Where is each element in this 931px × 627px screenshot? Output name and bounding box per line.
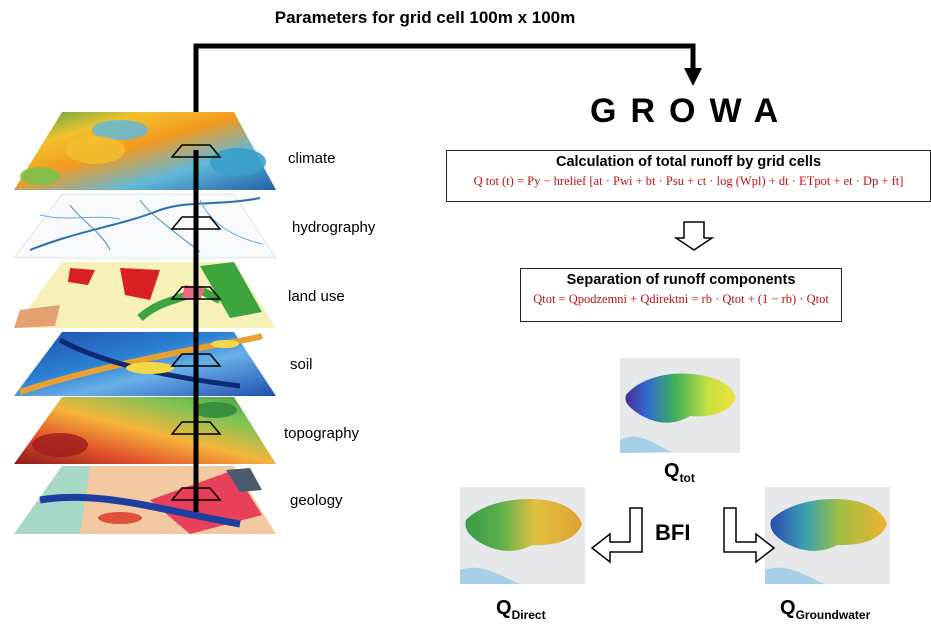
- grid-cell-marker: [170, 421, 222, 435]
- q-total-sub: tot: [679, 471, 695, 485]
- map-q-total: [620, 358, 740, 453]
- q-groundwater-main: Q: [780, 597, 796, 619]
- total-runoff-title: Calculation of total runoff by grid cell…: [555, 154, 822, 170]
- total-runoff-box: Calculation of total runoff by grid cell…: [446, 150, 931, 202]
- q-direct-main: Q: [496, 597, 512, 619]
- separation-title: Separation of runoff components: [566, 272, 796, 288]
- layer-label-soil: soil: [290, 356, 313, 373]
- layer-climate-map: [14, 112, 276, 190]
- layer-soil-map: [14, 332, 276, 396]
- layer-label-topography: topography: [284, 425, 360, 442]
- layer-label-geology: geology: [290, 492, 343, 509]
- layer-label-climate: climate: [288, 150, 336, 167]
- grid-cell-marker: [170, 144, 222, 158]
- map-q-direct: [460, 487, 585, 584]
- total-runoff-formula: Q tot (t) = Py − hrelief [at · Pwi + bt …: [473, 174, 904, 188]
- q-direct-label: QDirect: [496, 597, 546, 622]
- bfi-label: BFI: [655, 520, 691, 545]
- connector-arrowhead: [684, 68, 702, 86]
- separation-box: Separation of runoff components Qtot = Q…: [520, 268, 842, 322]
- map-q-groundwater: [765, 487, 890, 584]
- q-groundwater-sub: Groundwater: [795, 608, 871, 622]
- grid-cell-marker: [170, 286, 222, 300]
- layer-topography-map: [14, 397, 276, 464]
- layer-hydrography-map: [13, 193, 277, 259]
- model-name: GROWA: [590, 92, 793, 130]
- q-direct-sub: Direct: [511, 608, 546, 622]
- connector-line: [193, 43, 696, 150]
- down-arrow-icon: [673, 221, 715, 251]
- grid-cell-marker: [170, 487, 222, 501]
- layer-label-hydrography: hydrography: [292, 219, 376, 236]
- separation-formula: Qtot = Qpodzemni + Qdirektni = rb · Qtot…: [533, 292, 829, 306]
- grid-cell-marker: [170, 216, 222, 230]
- grid-cell-marker: [170, 353, 222, 367]
- layer-landuse-map: [14, 262, 276, 328]
- arrow-to-direct-icon: [590, 507, 643, 564]
- q-total-label: Qtot: [664, 460, 695, 485]
- layer-geology-map: [14, 466, 276, 534]
- arrow-to-groundwater-icon: [723, 507, 776, 564]
- q-groundwater-label: QGroundwater: [780, 597, 870, 622]
- layer-label-land-use: land use: [288, 288, 345, 305]
- page-title: Parameters for grid cell 100m x 100m: [274, 8, 576, 27]
- q-total-main: Q: [664, 460, 680, 482]
